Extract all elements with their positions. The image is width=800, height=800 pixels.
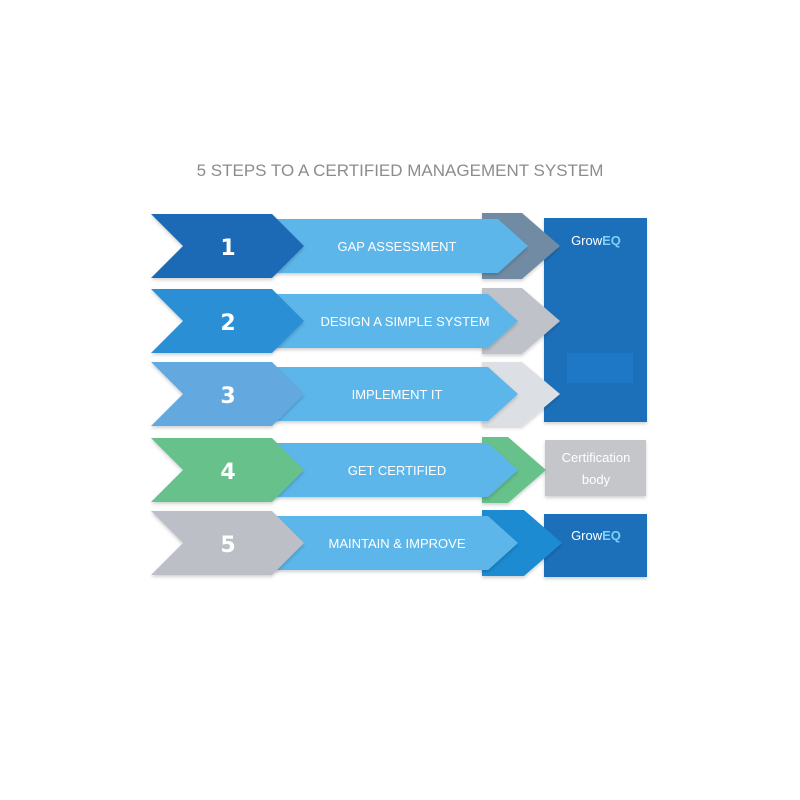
certification-body-box: Certification body bbox=[545, 440, 646, 496]
step-row-2: 2 DESIGN A SIMPLE SYSTEM bbox=[151, 288, 560, 354]
step-label: GET CERTIFIED bbox=[348, 463, 446, 478]
step-number-chevron bbox=[151, 362, 304, 426]
groweq-top-box: GrowEQ bbox=[544, 218, 647, 422]
step-tail-arrow bbox=[482, 362, 560, 426]
step-label-band bbox=[272, 219, 528, 273]
step-row-5: 5 MAINTAIN & IMPROVE bbox=[151, 510, 562, 576]
groweq-bottom-box: GrowEQ bbox=[544, 514, 647, 577]
certification-body-line2: body bbox=[582, 472, 611, 487]
groweq-top-logo: GrowEQ bbox=[571, 233, 621, 248]
step-row-1: 1 GAP ASSESSMENT bbox=[151, 213, 560, 279]
diagram-title: 5 STEPS TO A CERTIFIED MANAGEMENT SYSTEM bbox=[197, 161, 604, 180]
groweq-bottom-logo: GrowEQ bbox=[571, 528, 621, 543]
step-row-4: 4 GET CERTIFIED bbox=[151, 437, 546, 503]
step-number: 5 bbox=[220, 533, 235, 558]
step-number-chevron bbox=[151, 438, 304, 502]
step-label: DESIGN A SIMPLE SYSTEM bbox=[320, 314, 489, 329]
step-tail-arrow bbox=[482, 288, 560, 354]
step-label-band bbox=[272, 516, 518, 570]
step-label: MAINTAIN & IMPROVE bbox=[329, 536, 466, 551]
step-label-band bbox=[272, 367, 518, 421]
certification-body-line1: Certification bbox=[562, 450, 631, 465]
step-label: GAP ASSESSMENT bbox=[338, 239, 457, 254]
step-number: 4 bbox=[220, 460, 235, 485]
step-number-chevron bbox=[151, 511, 304, 575]
step-row-3: 3 IMPLEMENT IT bbox=[151, 362, 560, 426]
step-number-chevron bbox=[151, 214, 304, 278]
step-tail-arrow bbox=[482, 510, 562, 576]
step-label-band bbox=[272, 294, 518, 348]
step-number-chevron bbox=[151, 289, 304, 353]
step-label-band bbox=[272, 443, 518, 497]
step-number: 3 bbox=[220, 384, 235, 409]
step-number: 2 bbox=[220, 311, 235, 336]
step-label: IMPLEMENT IT bbox=[352, 387, 443, 402]
step-number: 1 bbox=[220, 236, 235, 261]
